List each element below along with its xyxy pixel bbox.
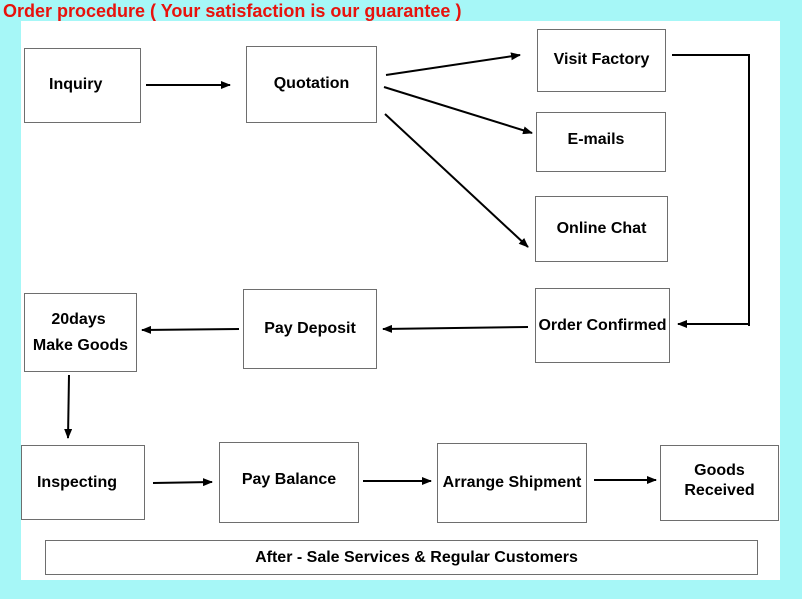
arrange-shipment-label: Arrange Shipment: [442, 474, 582, 491]
after-sale-label: After - Sale Services & Regular Customer…: [255, 548, 578, 566]
arrange-shipment-box: Arrange Shipment: [437, 443, 587, 523]
inspecting-label: Inspecting: [36, 473, 117, 491]
visit-factory-label: Visit Factory: [553, 50, 650, 68]
pay-balance-label: Pay Balance: [241, 470, 337, 488]
pay-deposit-box: Pay Deposit: [243, 289, 377, 369]
pay-deposit-label: Pay Deposit: [264, 320, 356, 337]
arrow-inspecting-to-pay-balance: [152, 478, 213, 487]
goods-received-line1-label: Goods: [694, 462, 745, 479]
arrow-quotation-to-emails: [383, 86, 533, 135]
arrow-order-confirmed-to-pay-deposit: [382, 324, 529, 333]
online-chat-box: Online Chat: [535, 196, 668, 262]
after-sale-box: After - Sale Services & Regular Customer…: [45, 540, 758, 575]
visit-factory-box: Visit Factory: [537, 29, 666, 92]
quotation-box: Quotation: [246, 46, 377, 123]
pay-balance-box: Pay Balance: [219, 442, 359, 523]
emails-box: E-mails: [536, 112, 666, 172]
make-goods-label: Make Goods: [32, 336, 129, 354]
arrow-quotation-to-visit-factory: [385, 52, 521, 76]
goods-received-box: Goods Received: [660, 445, 779, 521]
page-title: Order procedure ( Your satisfaction is o…: [3, 1, 462, 21]
arrow-quotation-to-online-chat: [384, 113, 529, 248]
make-goods-days-label: 20days: [51, 310, 106, 328]
inquiry-box: Inquiry: [24, 48, 141, 123]
order-confirmed-label: Order Confirmed: [538, 316, 667, 334]
goods-received-line2-label: Received: [684, 482, 755, 499]
inspecting-box: Inspecting: [21, 445, 145, 520]
arrow-make-goods-to-inspecting: [64, 374, 73, 439]
quotation-label: Quotation: [273, 74, 350, 92]
make-goods-box: 20days Make Goods: [24, 293, 137, 372]
order-confirmed-box: Order Confirmed: [535, 288, 670, 363]
connector-visit-factory-to-order-confirmed: [672, 54, 750, 326]
inquiry-label: Inquiry: [49, 75, 103, 93]
arrow-pay-deposit-to-make-goods: [141, 325, 240, 334]
online-chat-label: Online Chat: [556, 220, 647, 237]
emails-label: E-mails: [567, 131, 625, 148]
